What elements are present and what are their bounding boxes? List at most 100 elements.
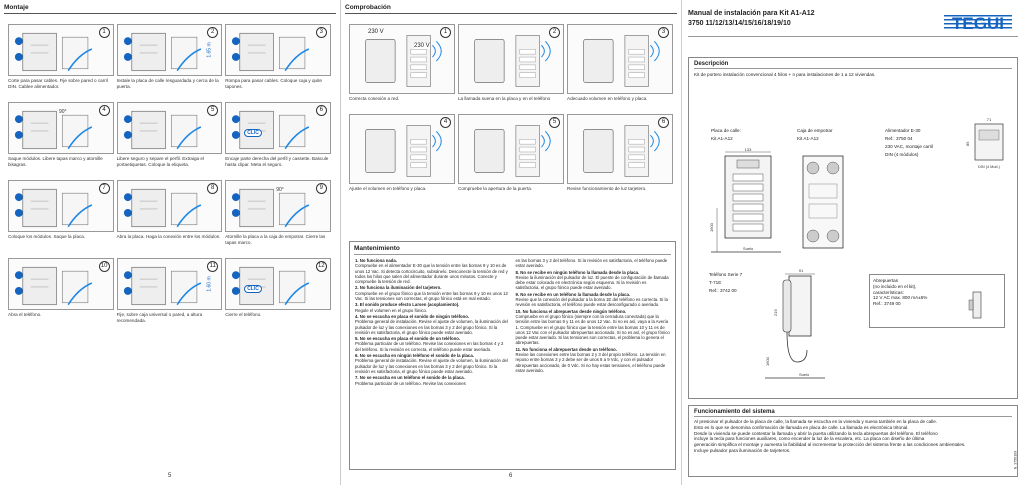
step-caption: Instale la placa de calle resguardada y …	[116, 78, 219, 89]
box-sub: Kit A1-A12	[797, 136, 819, 141]
angle-label: 90°	[276, 187, 284, 193]
function-line: Esto es lo que se denomina confirmación …	[694, 424, 909, 430]
section-title-montaje: Montaje	[4, 4, 29, 11]
title-rule	[345, 13, 677, 14]
tegui-logo: TEGUI	[944, 12, 1012, 34]
door-opener-features: características:	[873, 289, 904, 295]
step-number: 1	[440, 27, 451, 38]
step-number: 6	[315, 105, 327, 116]
door-opener-label: Abrepuertas	[873, 278, 899, 283]
montaje-step: 2 1.65 m Instale la placa de calle resguar…	[116, 24, 223, 96]
check-illustration: 2	[458, 24, 564, 94]
maintenance-heading: 6. No se escucha en ningún teléfono el s…	[355, 353, 474, 359]
plate-height-label: 1600	[709, 222, 714, 232]
psu-ref: Ref.: 3750 04	[885, 136, 913, 141]
maintenance-text: Regule el volumen en el grupo fónico.	[355, 307, 428, 313]
function-line: generación simplifica el montaje y aumen…	[694, 442, 966, 448]
psu-din-label: DIN (4 Mod.)	[978, 165, 1000, 169]
step-number: 8	[207, 183, 219, 194]
step-caption: Compruebe la apertura de la puerta.	[458, 186, 533, 191]
doc-code: N. 3750109	[1013, 450, 1018, 470]
plate-floor-label: Suelo	[743, 246, 754, 251]
maintenance-box: Mantenimiento 1. No funciona nada.Compru…	[349, 241, 676, 470]
height-dimension: 1.65 m	[206, 42, 213, 58]
plate-width-label: 133	[745, 148, 752, 152]
step-number: 5	[549, 117, 560, 128]
page-number: 6	[509, 473, 513, 479]
step-caption: Adecuado volumen en teléfono y placa.	[567, 96, 648, 101]
system-function-box: Funcionamiento del sistema Al presionar …	[688, 405, 1018, 477]
maintenance-item: 8. No se recibe en ningún teléfono la ll…	[516, 270, 671, 291]
flush-box-drawing	[802, 155, 844, 249]
step-illustration: 9 90°	[225, 180, 331, 232]
plate-label: Placa de calle:	[711, 128, 741, 133]
step-illustration: 10	[8, 258, 114, 310]
check-illustration: 3	[567, 24, 673, 94]
psu-height-label: 85	[965, 141, 970, 146]
step-caption: Fije, sobre caja universal o pared, a al…	[116, 312, 203, 323]
step-number: 4	[440, 117, 451, 128]
step-number: 2	[549, 27, 560, 38]
step-number: 5	[207, 105, 219, 116]
step-illustration: 1	[8, 24, 114, 76]
maintenance-text: Problema general de instalación. Revise …	[355, 358, 508, 374]
maintenance-heading: 10. No funciona el abrepuertas desde nin…	[515, 308, 627, 314]
step-illustration: 7	[8, 180, 114, 232]
maintenance-heading: 1. No funciona nada.	[355, 258, 398, 263]
check-illustration: 4	[349, 114, 455, 184]
step-number: 9	[315, 183, 327, 194]
manual-title: Manual de instalación para Kit A1-A12	[688, 10, 815, 17]
step-caption: Corte para pasar cables. Fije sobre pare…	[8, 78, 108, 89]
check-illustration: 5	[458, 114, 564, 184]
step-caption: Encaje parte derecha del perfil y casset…	[225, 156, 329, 167]
maintenance-item: 3. El sonido produce efecto Larsen (acop…	[355, 302, 510, 313]
function-line: Incluye pulsador para iluminación de tar…	[694, 447, 791, 453]
phone-label: Teléfono Serie 7	[709, 272, 743, 277]
description-text: Kit de portero instalación convencional …	[694, 72, 876, 77]
voltage-label: 230 V	[414, 43, 430, 49]
maintenance-item: 2. No funciona la iluminación del tarjet…	[355, 285, 510, 301]
description-title: Descripción	[694, 61, 729, 67]
clic-label: CLIC	[244, 129, 262, 137]
phone-floor-label: Suelo	[799, 372, 810, 377]
door-opener-drawing	[968, 291, 982, 319]
door-opener-box: Abrepuertas (no incluido en el kit), car…	[869, 274, 1005, 328]
page-number: 5	[168, 473, 172, 479]
manual-models: 3750 11/12/13/14/15/16/18/19/10	[688, 20, 791, 27]
step-caption: Libere seguro y separe el perfil. Extrai…	[116, 156, 204, 167]
phone-mount-height: 1600	[765, 356, 770, 366]
step-number: 3	[658, 27, 669, 38]
step-caption: Cierre el teléfono.	[225, 312, 262, 317]
maintenance-heading: 3. El sonido produce efecto Larsen (acop…	[355, 302, 460, 308]
step-number: 6	[658, 117, 669, 128]
maintenance-text: Revise las conexiones entre las bornas 2…	[515, 352, 666, 373]
maintenance-text: Revise la iluminación del pulsador de lu…	[515, 274, 669, 291]
step-caption: Atornille la placa a la caja de empotrar…	[225, 234, 326, 245]
title-rule	[4, 13, 336, 14]
psu-voltage: 230 VAC, montaje carril	[885, 144, 934, 149]
maintenance-heading: 2. No funciona la iluminación del tarjet…	[355, 285, 442, 291]
maintenance-item: 7. No se escucha en un teléfono el sonid…	[355, 375, 510, 386]
maintenance-text: Compruebe en el grupo fónico (siempre co…	[515, 313, 670, 346]
box-label: Caja de empotrar	[797, 128, 833, 133]
step-number: 2	[207, 27, 219, 38]
description-box: Descripción Kit de portero instalación c…	[688, 57, 1018, 399]
step-illustration: 3	[225, 24, 331, 76]
psu-label: Alimentador E-30	[885, 128, 921, 133]
step-caption: Saque módulos. Libere tapas marco y ator…	[8, 156, 103, 167]
maintenance-item: 11. No funciona el abrepuertas desde un …	[516, 347, 671, 373]
maintenance-column-1: 1. No funciona nada.Compruebe en el alim…	[355, 258, 510, 387]
door-opener-ref: Ref.: 3749 00	[873, 301, 901, 307]
phone-drawing: 91 219 1600 Suelo	[765, 268, 825, 379]
